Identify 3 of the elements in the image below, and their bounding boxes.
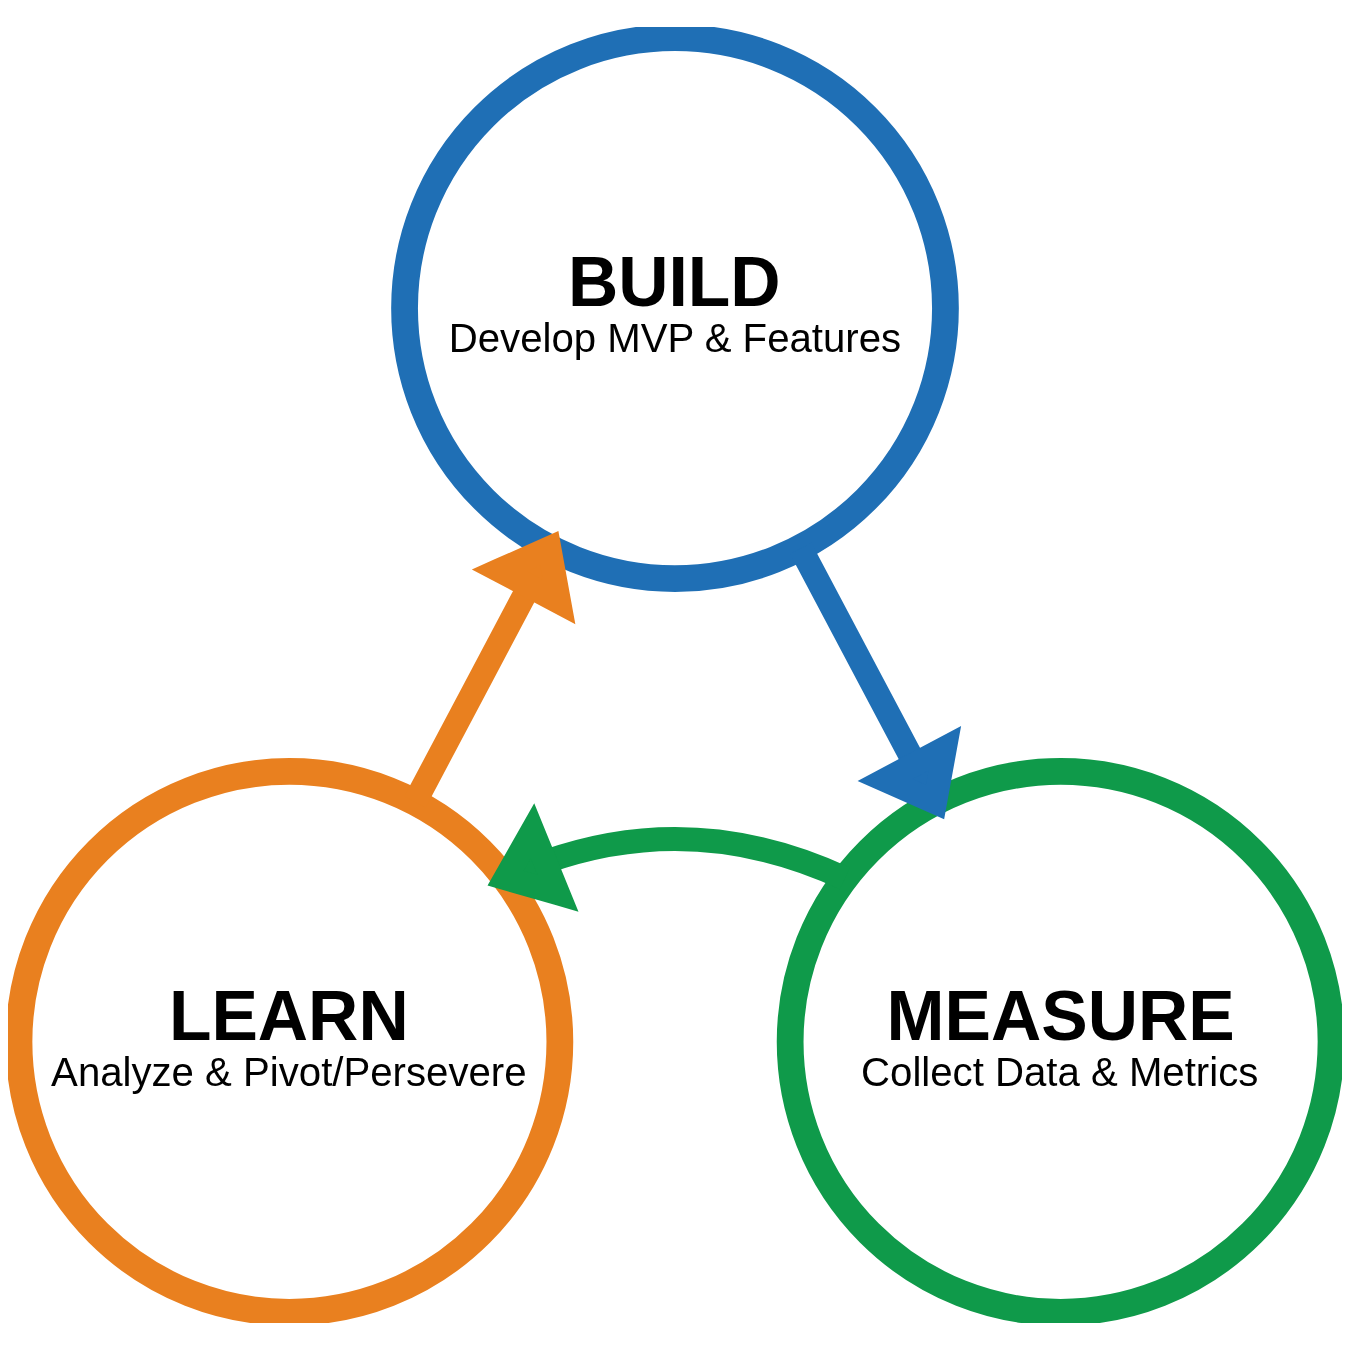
node-circle: BUILD Develop MVP & Features (391, 27, 959, 592)
node-circle: MEASURE Collect Data & Metrics (776, 758, 1342, 1323)
node-circle: LEARN Analyze & Pivot/Persevere (8, 758, 574, 1323)
